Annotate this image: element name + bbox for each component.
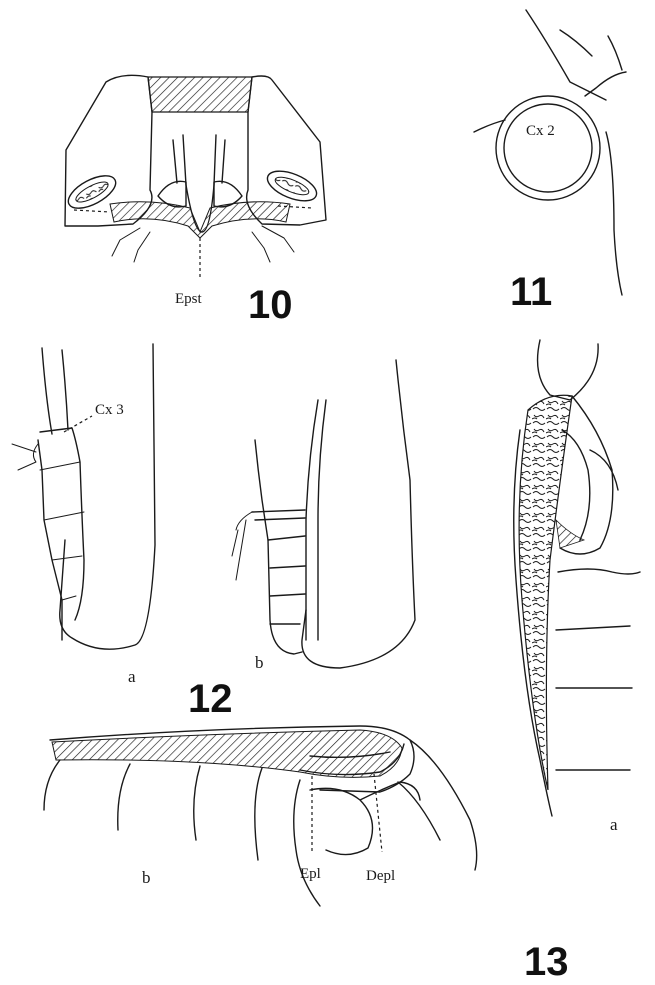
fig13a-sub-label: a <box>610 815 618 834</box>
fig10-central-bulbs <box>158 181 242 207</box>
fig12b-sub-label: b <box>255 653 264 672</box>
fig11-coxa-inner <box>504 104 592 192</box>
fig11-cx2-label: Cx 2 <box>526 123 555 139</box>
fig10-right-spiracle <box>263 165 320 208</box>
fig13a-segments <box>556 569 640 770</box>
fig10-lower-hatched-band <box>110 202 290 238</box>
fig13b-coxa <box>294 780 420 906</box>
fig10-upper-hatched-band <box>148 77 252 112</box>
fig11-upper-branch <box>560 30 622 70</box>
fig13b-depl-pointer <box>374 774 382 852</box>
fig10-number: 10 <box>248 283 293 327</box>
fig13b-sub-label: b <box>142 868 151 887</box>
fig13-number: 13 <box>524 940 569 984</box>
fig12a-sub-label: a <box>128 667 136 686</box>
figure-10: Epst 10 <box>63 75 326 327</box>
fig11-number: 11 <box>510 270 552 314</box>
fig13a-dark-patch <box>556 520 584 548</box>
fig13b-body-outline <box>398 740 477 870</box>
figure-11: Cx 2 11 <box>474 10 626 314</box>
fig10-epst-label: Epst <box>175 291 203 307</box>
fig13b-epipleuron-band <box>52 730 402 777</box>
fig12-cx3-label: Cx 3 <box>95 402 124 418</box>
fig12b-drawing: b <box>232 360 415 672</box>
fig10-central-piece <box>173 140 225 183</box>
fig12-number: 12 <box>188 677 233 721</box>
fig13a-hatched-plate <box>519 395 572 790</box>
figure-12: Cx 3 a b 12 <box>12 344 415 721</box>
figure-13b: Epl Depl b <box>44 726 477 906</box>
fig13b-segments <box>44 760 262 860</box>
fig13b-epl-label: Epl <box>300 866 321 882</box>
figure-13a: a <box>514 340 640 834</box>
fig12a-drawing: Cx 3 a <box>12 344 155 686</box>
fig11-coxa-outer <box>496 96 600 200</box>
fig13b-depl-label: Depl <box>366 868 395 884</box>
